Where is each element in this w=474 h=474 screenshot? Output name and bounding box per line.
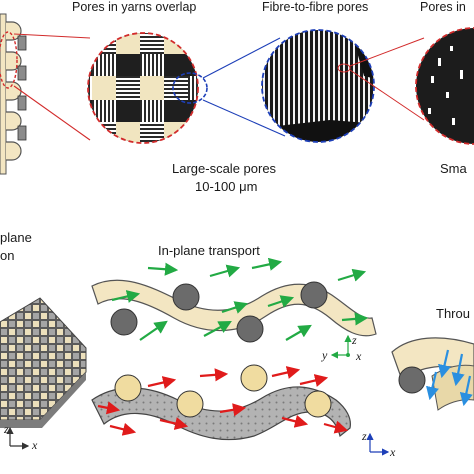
- label-in-plane-transport: In-plane transport: [158, 243, 260, 258]
- label-pores-in: Pores in: [420, 0, 466, 14]
- woven-fabric-3d: plane on z x: [0, 230, 87, 452]
- yarn-chain: [0, 13, 91, 175]
- axis-x-label-mid: x: [355, 349, 362, 363]
- axis-x-label-left: x: [31, 438, 38, 452]
- label-out-of-plane-1: plane: [0, 230, 32, 245]
- woven-yarn-closeup: [87, 32, 286, 144]
- axis-y-label-mid: y: [321, 348, 328, 362]
- through-thickness-panel: Throu: [391, 306, 474, 411]
- axis-in-plane-top: z y x: [321, 333, 362, 363]
- label-out-of-plane-2: on: [0, 248, 14, 263]
- in-plane-yarn-top: z y x: [91, 257, 377, 363]
- label-large-scale-range: 10-100 μm: [195, 179, 257, 194]
- fibre-closeup: [261, 29, 425, 143]
- in-plane-yarn-bottom: z x: [91, 364, 396, 459]
- label-pores-yarns-overlap: Pores in yarns overlap: [72, 0, 196, 14]
- axis-in-plane-bottom: z x: [361, 429, 396, 459]
- label-large-scale-pores: Large-scale pores: [172, 161, 277, 176]
- label-fibre-to-fibre: Fibre-to-fibre pores: [262, 0, 368, 14]
- label-small-pores: Sma: [440, 161, 468, 176]
- axis-x-label-bottom: x: [389, 445, 396, 459]
- axis-z-label-mid: z: [351, 333, 357, 347]
- axis-bottom-left: z x: [3, 422, 38, 452]
- label-through-thickness: Throu: [436, 306, 470, 321]
- micro-pore-closeup: [415, 27, 474, 145]
- axis-z-label-bottom: z: [361, 429, 367, 443]
- axis-z-label-left: z: [3, 422, 9, 436]
